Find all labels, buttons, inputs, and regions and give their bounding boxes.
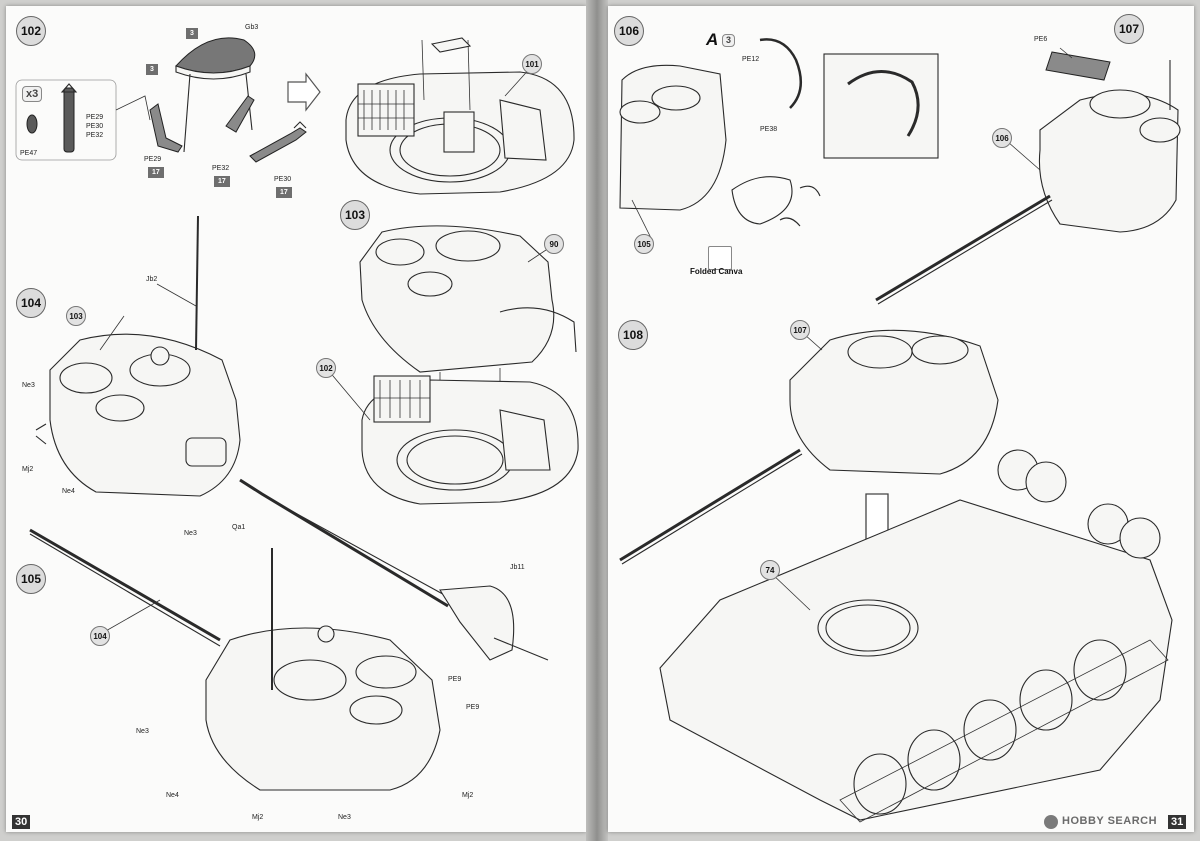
grey-tag: 3 (146, 64, 158, 75)
part-label-pe29: PE29 (86, 114, 104, 121)
page-number-right: 31 (1168, 815, 1187, 829)
step-number-108: 108 (618, 320, 648, 350)
part-label-ne3: Ne3 (338, 814, 351, 821)
grey-tag: 17 (276, 187, 292, 198)
ref-107: 107 (790, 320, 810, 340)
step103-turret-drawing (359, 225, 577, 400)
part-label-ne3: Ne3 (136, 728, 149, 735)
step104-turret-drawing (35, 215, 451, 608)
ref-104: 104 (90, 626, 110, 646)
part-label-pe30: PE30 (274, 176, 292, 183)
step106-turret-drawing (619, 38, 939, 227)
part-label-pe29: PE29 (144, 156, 162, 163)
step107-turret-drawing (875, 51, 1181, 305)
ref-103: 103 (66, 306, 86, 326)
quantity-badge: x3 (22, 86, 43, 102)
section-letter: A (706, 30, 719, 49)
part-label-pe30: PE30 (86, 123, 104, 130)
part-label-qa1: Qa1 (232, 524, 246, 531)
step102-parts-box-drawing (15, 79, 151, 161)
folded-canvas-caption: Folded Canva (690, 267, 743, 276)
step-number-104: 104 (16, 288, 46, 318)
part-label-pe38: PE38 (760, 126, 778, 133)
grey-tag: 17 (148, 167, 164, 178)
part-label-gb3: Gb3 (245, 24, 259, 31)
ref-106: 106 (992, 128, 1012, 148)
part-label-pe32: PE32 (86, 132, 104, 139)
direction-arrow (287, 72, 321, 112)
part-label-jb11: Jb11 (510, 564, 525, 571)
step102-seat-drawing (175, 37, 256, 153)
part-label-pe32: PE32 (212, 165, 230, 172)
part-label-mj2: Mj2 (462, 792, 474, 799)
watermark-text: HOBBY SEARCH (1062, 815, 1158, 827)
part-label-ne4: Ne4 (166, 792, 179, 799)
step-number-102: 102 (16, 16, 46, 46)
grey-tag: 17 (214, 176, 230, 187)
step-number-105: 105 (16, 564, 46, 594)
part-label-pe47: PE47 (20, 150, 38, 157)
step102-strap-drawings (149, 95, 307, 163)
part-label-ne3: Ne3 (184, 530, 197, 537)
step103-interior-drawing (361, 375, 579, 505)
ref-105: 105 (634, 234, 654, 254)
step-number-106: 106 (614, 16, 644, 46)
part-label-pe6: PE6 (1034, 36, 1048, 43)
part-label-mj2: Mj2 (22, 466, 34, 473)
step105-turret-drawing (29, 528, 549, 791)
part-label-pe9: PE9 (448, 676, 462, 683)
part-label-ne4: Ne4 (62, 488, 75, 495)
part-label-pe9: PE9 (466, 704, 480, 711)
quantity-badge: 3 (722, 34, 736, 47)
step102-turret-interior (345, 37, 575, 195)
step-number-107: 107 (1114, 14, 1144, 44)
ref-90: 90 (544, 234, 564, 254)
part-label-mj2: Mj2 (252, 814, 264, 821)
ref-101: 101 (522, 54, 542, 74)
step108-tank-drawing (619, 329, 1173, 823)
fold-icon (708, 246, 732, 270)
part-label-jb2: Jb2 (146, 276, 158, 283)
part-label-pe12: PE12 (742, 56, 760, 63)
step-number-103: 103 (340, 200, 370, 230)
ref-74: 74 (760, 560, 780, 580)
page-number-left: 30 (12, 815, 31, 829)
grey-tag: 3 (186, 28, 198, 39)
ref-102: 102 (316, 358, 336, 378)
watermark-logo-icon (1044, 815, 1058, 829)
part-label-ne3: Ne3 (22, 382, 35, 389)
leader-lines (99, 47, 1073, 633)
book-gutter (586, 0, 608, 841)
